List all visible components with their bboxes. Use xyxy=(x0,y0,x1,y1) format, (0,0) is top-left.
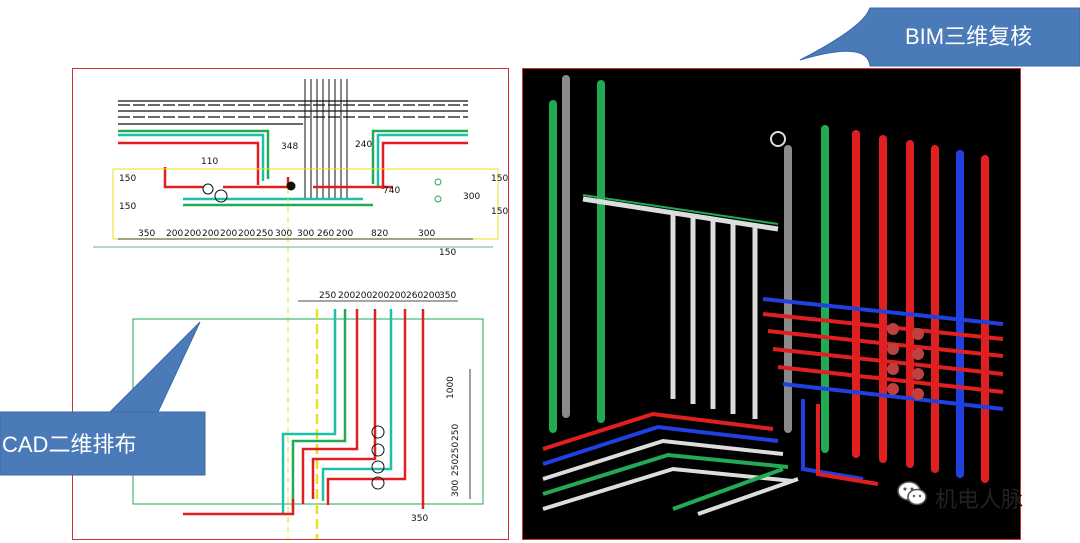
dim-label: 110 xyxy=(201,157,218,167)
bim-model-panel xyxy=(522,68,1021,540)
cad-drawing-panel: 350 200 200 200 200 200 250 300 300 260 … xyxy=(72,68,509,540)
dim-label: 300 xyxy=(275,229,292,239)
dim-label: 250 xyxy=(319,291,336,301)
cad-drawing: 350 200 200 200 200 200 250 300 300 260 … xyxy=(93,79,508,539)
cad-lower-frame xyxy=(132,318,484,505)
bim-pipe-bundles xyxy=(542,297,1004,516)
cad-dimension-labels-top: 350 200 200 200 200 200 250 300 300 260 … xyxy=(138,229,435,239)
dim-label: 250 xyxy=(451,459,461,476)
dim-label: 260 xyxy=(317,229,334,239)
cad-pipes-upper xyxy=(118,129,468,207)
bim-manifold xyxy=(582,194,779,419)
dim-label: 250 xyxy=(451,442,461,459)
dim-label: 260 xyxy=(406,291,423,301)
callout-bim-text: BIM三维复核 xyxy=(905,24,1032,49)
wechat-icon xyxy=(897,481,927,506)
cad-yellow-outline xyxy=(112,168,499,539)
dim-label: 240 xyxy=(355,140,372,150)
dim-label: 200 xyxy=(238,229,255,239)
dim-label: 300 xyxy=(451,480,461,497)
dim-label: 350 xyxy=(439,291,456,301)
dim-label: 200 xyxy=(336,229,353,239)
cad-dimension-labels-vertical: 1000 250 250 250 300 350 xyxy=(411,376,461,524)
dim-label: 200 xyxy=(389,291,406,301)
dim-label: 150 xyxy=(491,174,508,184)
cad-pipes-lower xyxy=(183,309,425,539)
cad-valves xyxy=(202,178,442,203)
watermark-text: 机电人脉 xyxy=(935,488,1024,513)
dim-label: 150 xyxy=(439,248,456,258)
dim-label: 1000 xyxy=(446,376,456,399)
bim-vertical-pipes xyxy=(549,75,989,483)
cad-vertical-cluster xyxy=(304,79,348,199)
dim-label: 348 xyxy=(281,142,298,152)
dim-label: 200 xyxy=(184,229,201,239)
dim-label: 350 xyxy=(138,229,155,239)
dim-label: 200 xyxy=(338,291,355,301)
dim-label: 300 xyxy=(418,229,435,239)
dim-label: 150 xyxy=(491,207,508,217)
cad-dimension-labels-misc: 110 348 240 740 300 150 150 150 150 150 xyxy=(119,140,508,258)
dim-label: 200 xyxy=(166,229,183,239)
dim-label: 300 xyxy=(297,229,314,239)
dim-label: 300 xyxy=(463,192,480,202)
bim-valves xyxy=(770,131,924,400)
dim-label: 150 xyxy=(119,174,136,184)
cad-top-lines xyxy=(118,100,468,125)
dim-label: 250 xyxy=(451,424,461,441)
dim-label: 200 xyxy=(372,291,389,301)
dim-label: 200 xyxy=(355,291,372,301)
dim-label: 200 xyxy=(202,229,219,239)
dim-label: 740 xyxy=(383,186,400,196)
cad-dimension-line xyxy=(93,238,493,248)
cad-lower-valves xyxy=(371,425,385,490)
dim-label: 200 xyxy=(423,291,440,301)
dim-label: 150 xyxy=(119,202,136,212)
dim-label: 200 xyxy=(220,229,237,239)
bim-model-render xyxy=(542,75,1004,516)
cad-dimension-labels-lower: 250 200 200 200 200 260 200 350 xyxy=(319,291,456,301)
dim-label: 250 xyxy=(256,229,273,239)
dim-label: 820 xyxy=(371,229,388,239)
dim-label: 350 xyxy=(411,514,428,524)
callout-bim: BIM三维复核 xyxy=(799,7,1080,67)
